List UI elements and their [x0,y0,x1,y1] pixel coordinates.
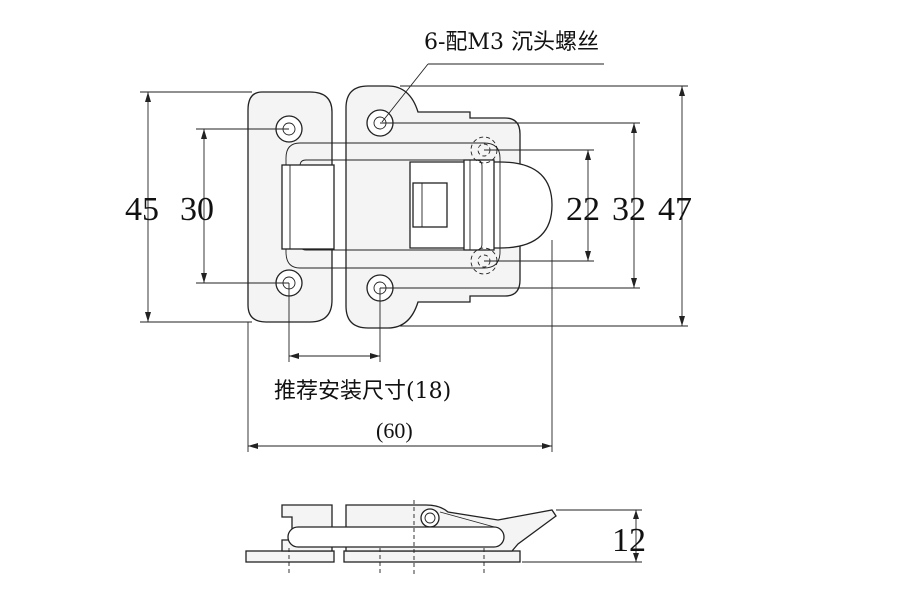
side-base-right [343,550,521,563]
svg-text:30: 30 [180,191,214,228]
side-view: 12 [245,500,646,574]
svg-text:12: 12 [612,522,646,559]
svg-text:22: 22 [566,191,600,228]
side-pivot [420,508,440,528]
side-wire-loop [287,526,505,548]
dimension-22: 22 [484,149,600,262]
screw-note-leader [381,63,429,123]
lever-hinge-block [463,159,495,251]
side-base-left [245,550,335,563]
top-view: 6-配M3 沉头螺丝 45 30 22 [125,30,692,452]
dimension-18: 推荐安装尺寸(18) [274,283,451,404]
dimension-60: (60) [247,240,553,452]
dimension-12: 12 [522,509,646,563]
lever-slot [412,182,448,228]
dimension-47: 47 [400,85,692,327]
svg-text:32: 32 [612,191,646,228]
dimension-45: 45 [125,91,252,323]
dimension-30: 30 [180,128,289,284]
mount-note: 推荐安装尺寸(18) [274,379,451,404]
svg-text:47: 47 [658,191,692,228]
svg-text:45: 45 [125,191,159,228]
catch-hook [281,164,335,250]
dimension-32: 32 [380,122,646,289]
svg-text:(60): (60) [376,418,413,443]
screw-note: 6-配M3 沉头螺丝 [424,30,599,55]
